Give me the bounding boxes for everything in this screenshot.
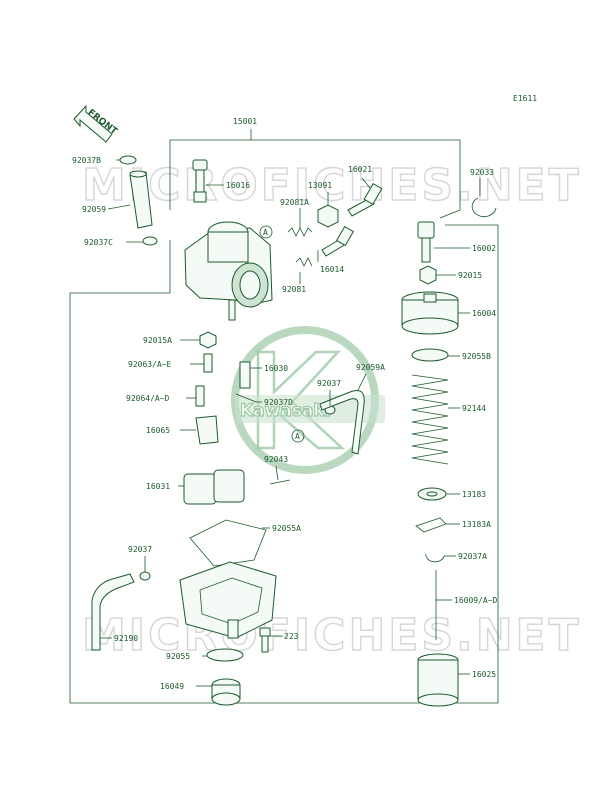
label-16031[interactable]: 16031 bbox=[146, 482, 170, 491]
label-92037-left[interactable]: 92037 bbox=[128, 545, 152, 554]
part-drawings: A bbox=[91, 155, 497, 707]
label-13183a[interactable]: 13183A bbox=[462, 520, 491, 529]
leader-lines bbox=[100, 159, 481, 687]
label-92064[interactable]: 92064/A~D bbox=[126, 394, 170, 403]
label-223[interactable]: 223 bbox=[284, 632, 299, 641]
spring-coil bbox=[411, 374, 449, 465]
ref-marker-mid: A bbox=[295, 432, 300, 441]
label-16009[interactable]: 16009/A~D bbox=[454, 596, 498, 605]
label-92055[interactable]: 92055 bbox=[166, 652, 190, 661]
label-16030[interactable]: 16030 bbox=[264, 364, 288, 373]
assembly-frame bbox=[69, 129, 499, 704]
label-92055a[interactable]: 92055A bbox=[272, 524, 301, 533]
label-92081[interactable]: 92081 bbox=[282, 285, 306, 294]
part-labels: 15001 92037B 92059 92037C 16016 13091 16… bbox=[72, 117, 498, 691]
logo-text: Kawasaki bbox=[240, 401, 331, 421]
label-16004[interactable]: 16004 bbox=[472, 309, 496, 318]
label-92015[interactable]: 92015 bbox=[458, 271, 482, 280]
label-92144[interactable]: 92144 bbox=[462, 404, 486, 413]
kawasaki-logo: Kawasaki bbox=[231, 326, 385, 474]
watermark-group: MICROFICHES.NET MICROFICHES.NET bbox=[81, 159, 582, 661]
watermark-top: MICROFICHES.NET bbox=[82, 160, 582, 211]
label-92190[interactable]: 92190 bbox=[114, 634, 138, 643]
label-92037c[interactable]: 92037C bbox=[84, 238, 113, 247]
front-arrow: FRONT bbox=[73, 104, 119, 143]
label-16025[interactable]: 16025 bbox=[472, 670, 496, 679]
label-92043[interactable]: 92043 bbox=[264, 455, 288, 464]
label-92081a[interactable]: 92081A bbox=[280, 198, 309, 207]
diagram-code: E1611 bbox=[513, 94, 537, 103]
label-16016[interactable]: 16016 bbox=[226, 181, 250, 190]
label-92059a[interactable]: 92059A bbox=[356, 363, 385, 372]
ref-marker-top: A bbox=[263, 228, 268, 237]
label-92037b-upper[interactable]: 92037B bbox=[72, 156, 101, 165]
watermark-bottom: MICROFICHES.NET bbox=[82, 610, 582, 661]
label-16002[interactable]: 16002 bbox=[472, 244, 496, 253]
label-16065[interactable]: 16065 bbox=[146, 426, 170, 435]
label-92055b[interactable]: 92055B bbox=[462, 352, 491, 361]
label-92063[interactable]: 92063/A~E bbox=[128, 360, 172, 369]
label-92037-mid[interactable]: 92037 bbox=[317, 379, 341, 388]
label-15001[interactable]: 15001 bbox=[233, 117, 257, 126]
label-92059[interactable]: 92059 bbox=[82, 205, 106, 214]
label-16014[interactable]: 16014 bbox=[320, 265, 344, 274]
label-13091[interactable]: 13091 bbox=[308, 181, 332, 190]
label-13183[interactable]: 13183 bbox=[462, 490, 486, 499]
label-16021[interactable]: 16021 bbox=[348, 165, 372, 174]
label-92033[interactable]: 92033 bbox=[470, 168, 494, 177]
label-92037a[interactable]: 92037A bbox=[458, 552, 487, 561]
label-92015a[interactable]: 92015A bbox=[143, 336, 172, 345]
label-92037d[interactable]: 92037D bbox=[264, 398, 293, 407]
label-16049[interactable]: 16049 bbox=[160, 682, 184, 691]
